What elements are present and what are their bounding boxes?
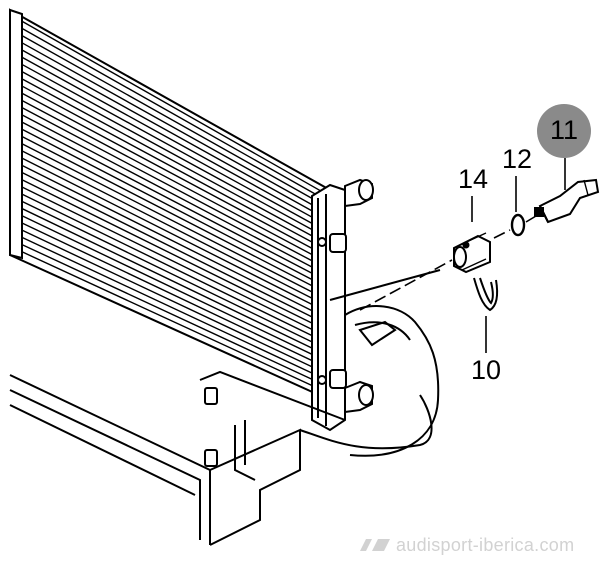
radiator-fin — [21, 42, 331, 216]
radiator-fin — [21, 107, 331, 271]
radiator-fin — [21, 121, 331, 284]
watermark: audisport-iberica.com — [356, 533, 596, 557]
radiator-fin — [21, 215, 331, 364]
callout-11-highlight-circle: 11 — [537, 104, 591, 158]
radiator-fin — [21, 150, 331, 308]
radiator-fin — [21, 35, 331, 210]
watermark-logo-icon — [360, 539, 390, 551]
radiator-fin — [21, 78, 331, 247]
radiator-fin — [21, 99, 331, 265]
radiator-fin — [21, 251, 331, 395]
leader-lines — [471, 158, 566, 353]
part-12-o-ring — [510, 213, 526, 237]
radiator-fins — [21, 20, 331, 395]
radiator-fin — [21, 179, 331, 333]
radiator-fin — [21, 143, 331, 302]
part-11-sensor — [534, 178, 600, 224]
part-10-clip — [473, 277, 499, 312]
part-14-housing — [453, 232, 491, 274]
radiator-fin — [21, 56, 331, 228]
radiator-fin — [21, 20, 331, 197]
watermark-text: audisport-iberica.com — [396, 535, 575, 555]
radiator-fin — [21, 236, 331, 383]
radiator-fin — [21, 49, 331, 222]
radiator-fin — [21, 186, 331, 339]
radiator-fin — [21, 193, 331, 346]
radiator-fin — [21, 207, 331, 358]
radiator-core — [9, 8, 331, 402]
radiator-fin — [21, 27, 331, 203]
callout-11: 11 — [549, 115, 579, 145]
radiator-fin — [21, 171, 331, 327]
radiator-fin — [21, 200, 331, 352]
radiator-fin — [21, 243, 331, 389]
radiator-fin — [21, 85, 331, 253]
lower-support-bracket — [9, 269, 441, 546]
radiator-fin — [21, 63, 331, 234]
radiator-fin — [21, 157, 331, 315]
radiator-fin — [21, 164, 331, 321]
callout-10: 10 — [471, 355, 502, 385]
radiator-fin — [21, 128, 331, 290]
radiator-side-tank — [311, 178, 374, 432]
radiator-fin — [21, 222, 331, 370]
callout-12: 12 — [502, 144, 533, 174]
radiator-fin — [21, 114, 331, 278]
radiator-fin — [21, 135, 331, 296]
radiator-fin — [21, 71, 331, 241]
callout-14: 14 — [458, 164, 489, 194]
radiator-fin — [21, 229, 331, 376]
assembly-axis-line — [359, 215, 537, 311]
radiator-fin — [21, 92, 331, 259]
